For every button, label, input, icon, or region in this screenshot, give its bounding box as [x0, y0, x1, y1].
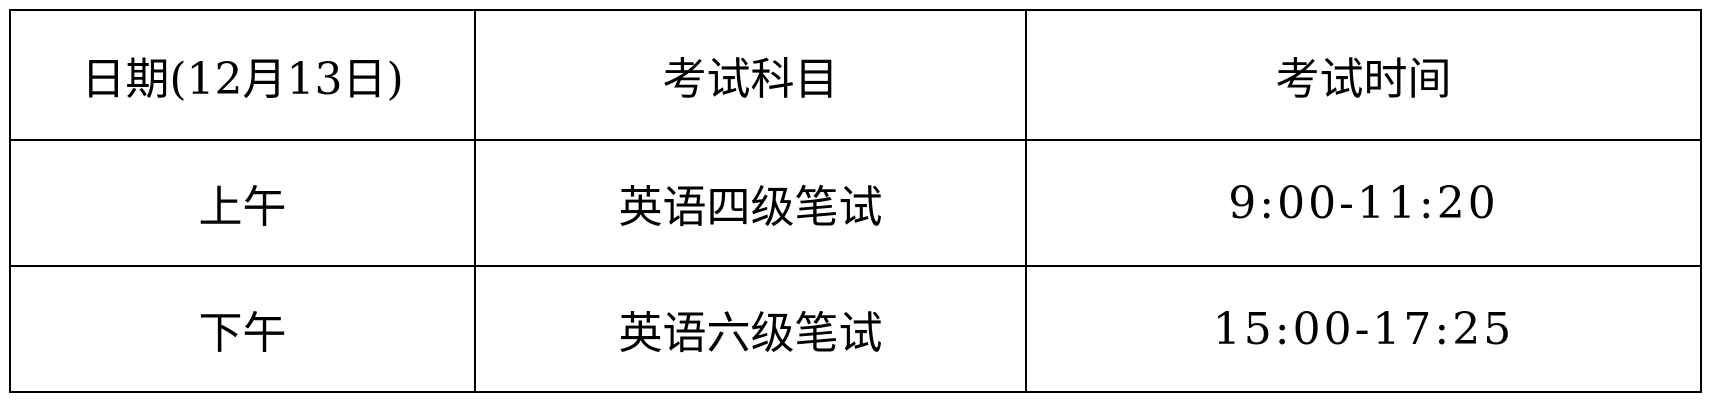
- time-cell: 15:00-17:25: [1025, 265, 1702, 393]
- subject-cell: 英语四级笔试: [474, 139, 1027, 267]
- table-row: 上午 英语四级笔试 9:00-11:20: [9, 139, 1702, 267]
- header-subject: 考试科目: [474, 9, 1027, 141]
- exam-schedule-table: 日期(12月13日) 考试科目 考试时间 上午 英语四级笔试 9:00-11:2…: [9, 9, 1702, 393]
- header-row: 日期(12月13日) 考试科目 考试时间: [9, 9, 1702, 141]
- header-date: 日期(12月13日): [9, 9, 476, 141]
- header-time: 考试时间: [1025, 9, 1702, 141]
- subject-cell: 英语六级笔试: [474, 265, 1027, 393]
- table-row: 下午 英语六级笔试 15:00-17:25: [9, 265, 1702, 393]
- time-cell: 9:00-11:20: [1025, 139, 1702, 267]
- period-cell: 上午: [9, 139, 476, 267]
- period-cell: 下午: [9, 265, 476, 393]
